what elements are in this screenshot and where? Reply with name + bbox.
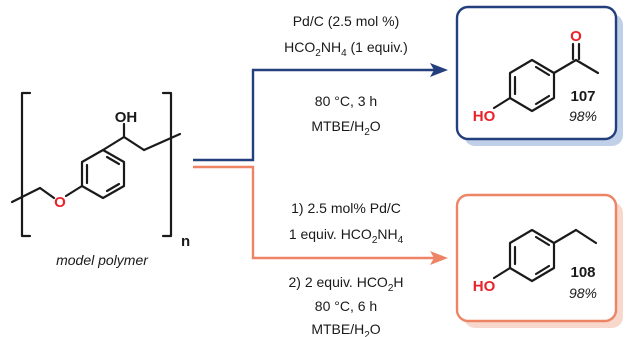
ring-o-bond (64, 184, 84, 198)
bottom-condition-step2-reagent: 2) 2 equiv. HCO2H (288, 274, 403, 294)
reaction-arrows (193, 63, 448, 265)
polymer-caption: model polymer (56, 252, 149, 268)
top-conditions: Pd/C (2.5 mol %) HCO2NH4 (1 equiv.) 80 °… (284, 13, 408, 138)
ch-ch2-bond (122, 135, 146, 152)
product-108-yield: 98% (569, 285, 597, 301)
ethyl-bond (574, 228, 598, 245)
repeat-index: n (181, 233, 190, 250)
product-108-number: 108 (570, 264, 595, 281)
polymer-o-atom: O (54, 194, 66, 211)
top-condition-reagent: HCO2NH4 (1 equiv.) (284, 39, 408, 59)
ring-double-bond (534, 264, 551, 276)
polymer-oh-group: OH (115, 109, 138, 126)
ring-double-bond (105, 182, 121, 193)
product-108-frame (455, 193, 618, 323)
bottom-condition-temperature: 80 °C, 6 h (315, 298, 377, 314)
ring-double-bond (534, 65, 551, 77)
product-107-card: O HO 107 98% (455, 5, 623, 146)
bottom-conditions: 1) 2.5 mol% Pd/C 1 equiv. HCO2NH4 2) 2 e… (288, 200, 403, 337)
top-condition-catalyst: Pd/C (2.5 mol %) (293, 13, 400, 29)
bottom-condition-solvent: MTBE/H2O (311, 321, 380, 337)
methyl-bond (574, 58, 600, 75)
product-107-hydroxyl: HO (473, 108, 496, 125)
ring-double-bond (105, 155, 121, 166)
polymer-benzene-ring (80, 148, 126, 200)
ring-double-bond (534, 235, 551, 247)
bottom-arrowhead (430, 251, 448, 265)
bottom-condition-step1-catalyst: 1) 2.5 mol% Pd/C (291, 200, 401, 216)
model-polymer-structure: O OH n model polymer (10, 91, 190, 268)
top-condition-solvent: MTBE/H2O (311, 118, 380, 138)
ring-oh-bond (492, 96, 512, 110)
top-condition-temperature: 80 °C, 3 h (315, 93, 377, 109)
top-arrowhead (430, 63, 448, 77)
left-bracket (20, 91, 32, 238)
product-107-yield: 98% (569, 108, 597, 124)
product-108-card: HO 108 98% (455, 193, 623, 328)
ring-ethyl-bond (552, 228, 578, 245)
ring-carbonyl-bond (552, 58, 578, 75)
ring-choh-bond (101, 135, 126, 152)
bottom-condition-step1-reagent: 1 equiv. HCO2NH4 (289, 226, 404, 246)
top-route-line (193, 68, 440, 162)
o-chain-bond (38, 186, 56, 200)
product-107-number: 107 (570, 88, 595, 105)
ring-double-bond (534, 94, 551, 106)
ch2-chain-bond (142, 132, 182, 152)
chain-end-bond (10, 186, 42, 204)
product-108-hydroxyl: HO (473, 278, 496, 295)
bottom-route-line (193, 165, 440, 260)
product-107-carbonyl-o: O (570, 28, 582, 45)
right-bracket (161, 91, 173, 238)
ring-oh-bond (492, 266, 512, 280)
